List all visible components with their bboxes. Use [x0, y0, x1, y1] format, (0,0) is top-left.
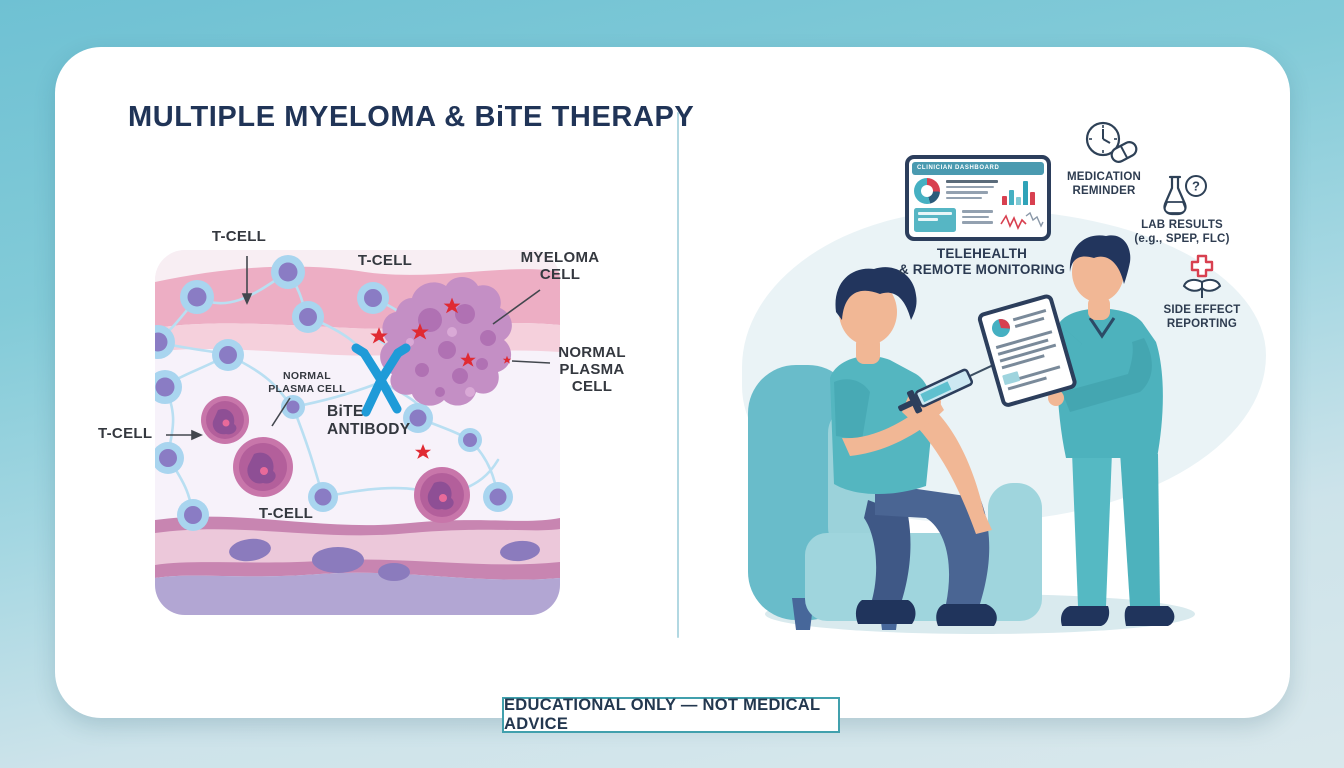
t-cell-label-bottom: T-CELL — [258, 505, 314, 522]
t-cell — [403, 403, 433, 433]
dashboard-teal-card — [914, 208, 956, 232]
clinician-neck — [1088, 296, 1110, 320]
t-cell — [458, 428, 482, 452]
t-cell — [292, 301, 324, 333]
patient-clinician-illustration — [748, 235, 1195, 634]
t-cell — [155, 442, 184, 474]
telehealth-caption: TELEHEALTH & REMOTE MONITORING — [898, 246, 1066, 277]
t-cell — [177, 499, 209, 531]
panel-divider — [677, 112, 679, 638]
patient-shoe-left — [855, 600, 916, 624]
disclaimer-banner: EDUCATIONAL ONLY — NOT MEDICAL ADVICE — [502, 696, 840, 733]
clinician-figure — [977, 235, 1175, 626]
patient-hair — [835, 267, 917, 320]
plasma-cell — [414, 467, 470, 523]
dashboard-bar-chart — [1002, 178, 1042, 205]
dashboard-text-lines-2 — [962, 210, 996, 227]
lab-flask-icon: ? — [1163, 175, 1207, 216]
feature-medication-reminder: MEDICATION REMINDER — [1067, 171, 1141, 198]
vessel-nuclei — [229, 538, 540, 581]
t-cell-label-top: T-CELL — [211, 228, 267, 245]
tablet-dashboard: CLINICIAN DASHBOARD — [905, 155, 1051, 241]
dashboard-header: CLINICIAN DASHBOARD — [912, 162, 1044, 175]
svg-text:?: ? — [1192, 179, 1200, 194]
t-cell — [155, 325, 175, 359]
clinician-vneck — [1088, 317, 1116, 339]
page-title: MULTIPLE MYELOMA & BiTE THERAPY — [128, 101, 695, 133]
t-cell — [357, 282, 389, 314]
t-cell — [281, 395, 305, 419]
t-cell-label-upper: T-CELL — [357, 252, 413, 269]
marker-stars — [370, 297, 512, 459]
patient-far-arm — [902, 392, 992, 534]
clinician-hair — [1069, 235, 1131, 284]
feature-side-effect-reporting: SIDE EFFECT REPORTING — [1163, 304, 1241, 331]
myeloma-cell-label: MYELOMA CELL — [520, 249, 600, 283]
t-cell — [180, 280, 214, 314]
cell-diagram — [155, 250, 560, 615]
side-effect-icon — [1182, 254, 1222, 298]
clinician-shoe-left — [1060, 606, 1110, 626]
clinician-cross-arm — [1062, 338, 1152, 412]
patient-figure — [830, 267, 1003, 626]
patient-sleeve — [834, 379, 870, 440]
normal-plasma-cell-label-right: NORMAL PLASMA CELL — [558, 344, 626, 395]
t-cell — [271, 255, 305, 289]
plasma-cell — [233, 437, 293, 497]
normal-plasma-cell-label-inner: NORMAL PLASMA CELL — [268, 370, 346, 395]
t-cell — [483, 482, 513, 512]
patient-head — [839, 279, 897, 345]
clinician-right-leg — [1120, 452, 1160, 606]
bite-antibody-shape — [351, 343, 411, 417]
syringe — [898, 360, 1003, 414]
t-cell — [155, 370, 182, 404]
patient-back-leg — [864, 500, 911, 600]
dashboard-text-lines — [946, 180, 998, 202]
clinician-shoe-right — [1124, 606, 1175, 626]
bottom-lavender-band — [155, 572, 560, 615]
patient-shoe-right — [936, 604, 997, 626]
dashboard-donut-chart — [914, 178, 940, 204]
t-cell-label-left: T-CELL — [98, 425, 153, 442]
clipboard — [977, 294, 1077, 407]
bite-antibody-label: BiTE ANTIBODY — [327, 403, 411, 438]
patient-front-leg — [875, 483, 990, 604]
feature-lab-results: LAB RESULTS (e.g., SPEP, FLC) — [1134, 219, 1230, 246]
plasma-cell — [201, 396, 249, 444]
clock-pill-icon — [1085, 121, 1138, 163]
t-cells — [155, 255, 513, 531]
clinician-left-leg — [1072, 452, 1112, 606]
t-cell — [308, 482, 338, 512]
dashboard-line-chart — [1000, 211, 1044, 230]
myeloma-cluster — [380, 277, 512, 406]
t-cell — [212, 339, 244, 371]
label-pointers — [166, 256, 551, 441]
